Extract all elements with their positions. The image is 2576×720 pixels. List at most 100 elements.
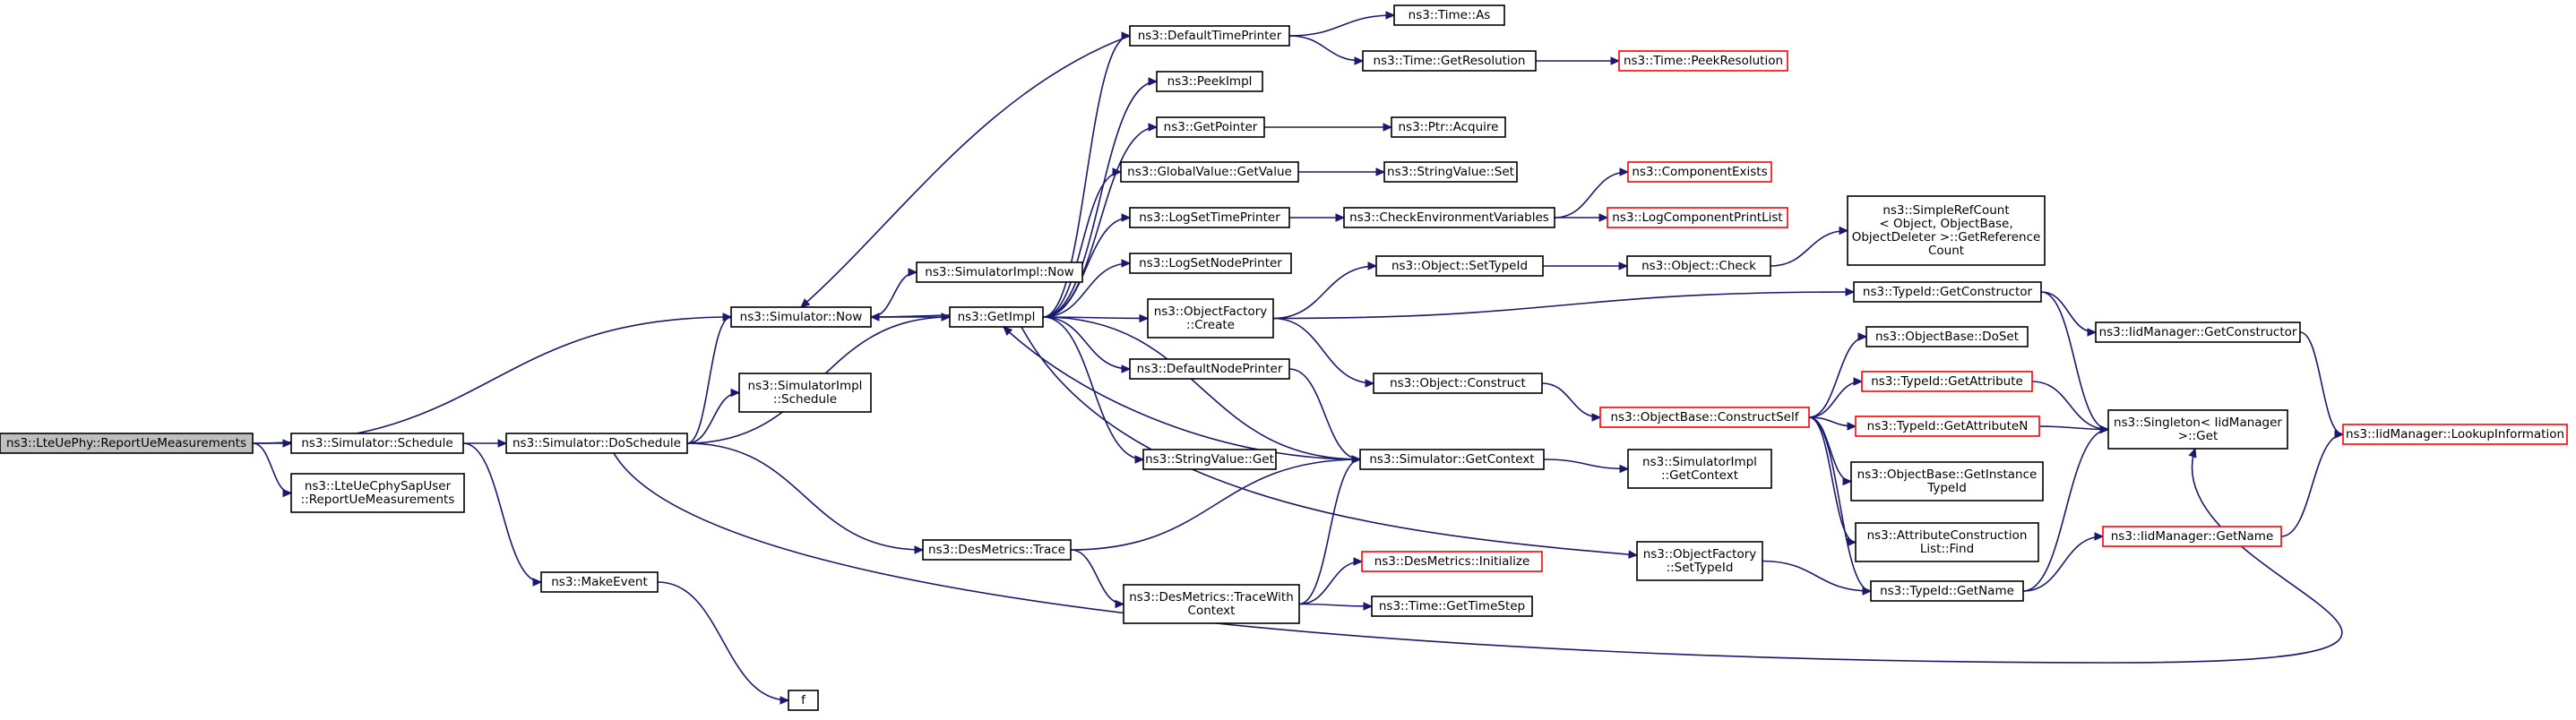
node-tidgetattr[interactable]: ns3::TypeId::GetAttribute: [1861, 371, 2033, 392]
edge-line: [1042, 217, 1131, 318]
node-destrace[interactable]: ns3::DesMetrics::Trace: [922, 539, 1072, 561]
edge-line: [1808, 416, 1872, 592]
node-simimplctx[interactable]: ns3::SimulatorImpl::GetContext: [1627, 449, 1772, 489]
node-singleton[interactable]: ns3::Singleton< IidManager >::Get: [2107, 409, 2288, 450]
edge-line: [1042, 262, 1131, 318]
node-label: Context: [1188, 604, 1236, 618]
node-label: List::Find: [1920, 542, 1974, 556]
edge-arrowhead: [497, 439, 508, 448]
edge-arrowhead: [1353, 557, 1364, 566]
node-tidgetname[interactable]: ns3::TypeId::GetName: [1870, 580, 2024, 602]
node-label: ns3::DesMetrics::Initialize: [1374, 554, 1530, 569]
node-box: [1129, 207, 1290, 228]
node-getimpl[interactable]: ns3::GetImpl: [949, 306, 1044, 328]
edge-line: [1808, 336, 1867, 418]
node-refcount[interactable]: ns3::SimpleRefCount< Object, ObjectBase,…: [1847, 195, 2046, 266]
node-getres[interactable]: ns3::Time::GetResolution: [1362, 50, 1537, 72]
edge-line: [2280, 433, 2344, 537]
node-desinit[interactable]: ns3::DesMetrics::Initialize: [1361, 551, 1543, 572]
edge-arrowhead: [1148, 77, 1159, 86]
node-ptracq[interactable]: ns3::Ptr::Acquire: [1391, 116, 1506, 138]
edge-line: [1808, 416, 1857, 544]
node-box: [1120, 161, 1299, 183]
node-label: ::Schedule: [773, 392, 837, 407]
node-box: [738, 373, 872, 413]
node-label: Count: [1928, 244, 1964, 258]
node-lognode[interactable]: ns3::LogSetNodePrinter: [1129, 253, 1292, 274]
node-strset[interactable]: ns3::StringValue::Set: [1383, 161, 1518, 183]
node-objcheck[interactable]: ns3::Object::Check: [1626, 255, 1771, 277]
edge-getcontext-to-simimplctx: [1543, 459, 1630, 474]
node-label: ns3::SimulatorImpl::Now: [925, 265, 1073, 279]
edge-getimpl-to-ofsettypeid: [1021, 326, 1639, 559]
node-timeas[interactable]: ns3::Time::As: [1393, 4, 1505, 26]
edge-arrowhead: [1112, 167, 1123, 176]
edge-obconstructself-to-obdoset: [1808, 332, 1868, 418]
edge-tidgetctor-to-iidgetctor: [2040, 291, 2098, 337]
edge-line: [1042, 316, 1361, 460]
edge-ofsettypeid-to-tidgetname: [1762, 560, 1873, 596]
edge-getimpl-to-getcontext: [1042, 316, 1362, 464]
node-logtime[interactable]: ns3::LogSetTimePrinter: [1129, 207, 1290, 228]
node-compexists[interactable]: ns3::ComponentExists: [1627, 161, 1772, 183]
node-tidgetattrn[interactable]: ns3::TypeId::GetAttributeN: [1855, 416, 2040, 437]
node-iidgetctor[interactable]: ns3::IidManager::GetConstructor: [2095, 321, 2301, 343]
node-label: ns3::Simulator::Now: [740, 310, 863, 324]
node-strget[interactable]: ns3::StringValue::Get: [1142, 449, 1277, 470]
edge-arrowhead: [2188, 447, 2197, 459]
edge-arrowhead: [1375, 167, 1386, 176]
node-now[interactable]: ns3::Simulator::Now: [730, 306, 872, 328]
node-ofcreate[interactable]: ns3::ObjectFactory::Create: [1147, 298, 1274, 339]
node-simimplsched[interactable]: ns3::SimulatorImpl::Schedule: [738, 373, 872, 413]
edge-arrowhead: [1598, 213, 1609, 222]
node-objconstruct[interactable]: ns3::Object::Construct: [1373, 373, 1543, 394]
node-obconstructself[interactable]: ns3::ObjectBase::ConstructSelf: [1599, 407, 1810, 428]
node-peekres[interactable]: ns3::Time::PeekResolution: [1618, 50, 1788, 72]
node-defnode[interactable]: ns3::DefaultNodePrinter: [1129, 358, 1290, 380]
node-iidgetname[interactable]: ns3::IidManager::GetName: [2102, 526, 2282, 547]
edge-arrowhead: [1335, 213, 1346, 222]
node-peekimpl[interactable]: ns3::PeekImpl: [1156, 71, 1263, 92]
edge-arrowhead: [2094, 532, 2105, 541]
edge-arrowhead: [1351, 455, 1362, 464]
node-box: [1362, 50, 1537, 72]
node-box: [788, 690, 819, 711]
node-settypeid[interactable]: ns3::Object::SetTypeId: [1375, 255, 1544, 277]
node-sapuser[interactable]: ns3::LteUeCphySapUser::ReportUeMeasureme…: [290, 473, 465, 513]
node-f[interactable]: f: [788, 690, 819, 711]
edge-dosched-to-simimplsched: [686, 388, 741, 444]
edge-line: [1042, 316, 1144, 460]
node-dosched[interactable]: ns3::Simulator::DoSchedule: [505, 433, 688, 454]
node-getpointer[interactable]: ns3::GetPointer: [1156, 116, 1265, 138]
node-label: ns3::IidManager::GetConstructor: [2099, 325, 2297, 339]
node-label: ns3::Object::SetTypeId: [1391, 259, 1528, 273]
node-root[interactable]: ns3::LteUePhy::ReportUeMeasurements: [0, 433, 254, 454]
edge-line: [1298, 603, 1373, 607]
node-getcontext[interactable]: ns3::Simulator::GetContext: [1359, 449, 1545, 470]
node-iidlookup[interactable]: ns3::IidManager::LookupInformation: [2342, 424, 2568, 445]
node-makeevent[interactable]: ns3::MakeEvent: [540, 571, 659, 593]
edge-line: [1042, 316, 1131, 370]
node-tidgetctor[interactable]: ns3::TypeId::GetConstructor: [1853, 281, 2042, 303]
node-label: ns3::DefaultNodePrinter: [1137, 362, 1283, 376]
node-sched[interactable]: ns3::Simulator::Schedule: [290, 433, 464, 454]
node-checkenv[interactable]: ns3::CheckEnvironmentVariables: [1343, 207, 1555, 228]
node-simimplnow[interactable]: ns3::SimulatorImpl::Now: [916, 261, 1083, 283]
node-label: ns3::ObjectBase::GetInstance: [1857, 467, 2038, 482]
node-label: ns3::Singleton< IidManager: [2114, 416, 2282, 430]
node-ofsettypeid[interactable]: ns3::ObjectFactory::SetTypeId: [1636, 541, 1763, 581]
edge-line: [1554, 171, 1629, 219]
node-obdoset[interactable]: ns3::ObjectBase::DoSet: [1865, 326, 2029, 347]
edge-destrace-to-tracewith: [1070, 549, 1125, 609]
node-box: [1607, 207, 1788, 228]
node-label: ns3::Time::GetResolution: [1373, 54, 1525, 68]
node-logcomp[interactable]: ns3::LogComponentPrintList: [1607, 207, 1788, 228]
node-gettimestep[interactable]: ns3::Time::GetTimeStep: [1371, 596, 1533, 617]
node-gvget[interactable]: ns3::GlobalValue::GetValue: [1120, 161, 1299, 183]
node-deftime[interactable]: ns3::DefaultTimePrinter: [1129, 25, 1290, 47]
edge-line: [1541, 382, 1601, 418]
